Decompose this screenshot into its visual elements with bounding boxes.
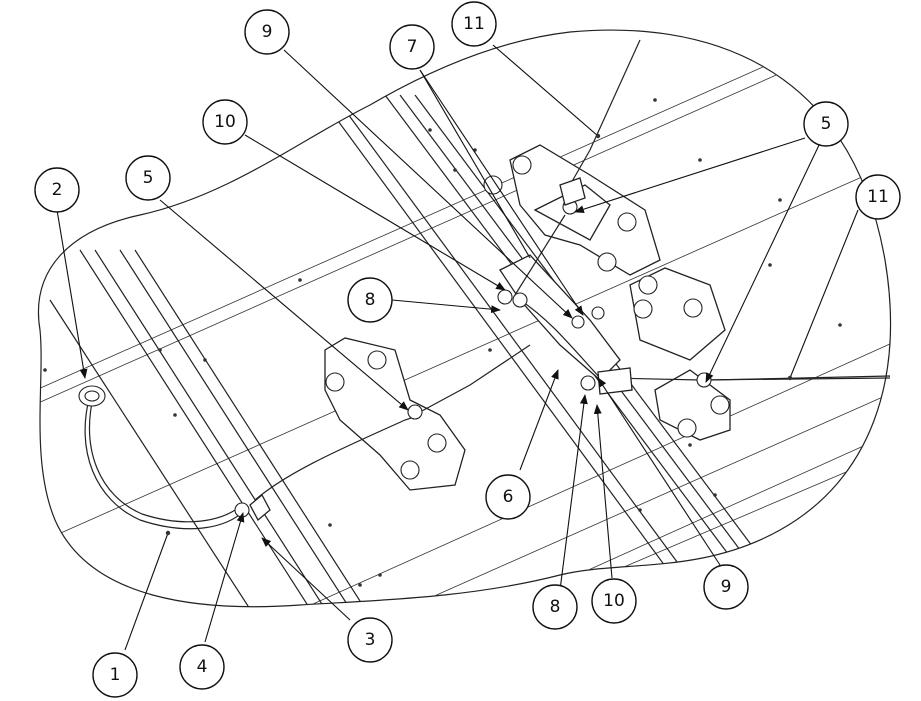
callout-1: 1 <box>92 652 138 698</box>
callout-label-6: 6 <box>503 487 514 507</box>
callout-label-8-lower: 8 <box>550 597 561 617</box>
callout-5-left: 5 <box>125 155 171 201</box>
callout-9-upper: 9 <box>244 9 290 55</box>
callout-11-upper: 11 <box>451 1 497 47</box>
callout-2: 2 <box>34 167 80 213</box>
leader-lines <box>56 44 859 651</box>
callout-3: 3 <box>347 617 393 663</box>
detail-boundary <box>38 29 891 608</box>
callout-label-3: 3 <box>365 630 376 650</box>
callout-label-2: 2 <box>52 180 63 200</box>
callout-9-lower: 9 <box>703 564 749 610</box>
callout-8-upper: 8 <box>347 277 393 323</box>
callout-label-10-upper: 10 <box>214 112 236 132</box>
callout-5-right: 5 <box>803 101 849 147</box>
callout-label-8-upper: 8 <box>365 290 376 310</box>
callout-label-11-upper: 11 <box>463 14 485 34</box>
callout-10-lower: 10 <box>591 578 637 624</box>
callout-label-10-lower: 10 <box>603 591 625 611</box>
callout-label-9-lower: 9 <box>721 577 732 597</box>
callout-label-5-right: 5 <box>821 114 832 134</box>
callout-label-5-left: 5 <box>143 168 154 188</box>
callout-4: 4 <box>179 644 225 690</box>
callout-8-lower: 8 <box>532 584 578 630</box>
callout-label-7: 7 <box>407 37 418 57</box>
callout-7: 7 <box>389 24 435 70</box>
bracket-right <box>629 267 731 441</box>
callout-6: 6 <box>485 474 531 520</box>
callout-label-1: 1 <box>110 665 121 685</box>
callout-label-4: 4 <box>197 657 208 677</box>
callout-label-9-upper: 9 <box>262 22 273 42</box>
callout-label-11-right: 11 <box>867 187 889 207</box>
roof-structure <box>38 30 891 607</box>
bracket-left <box>324 337 466 491</box>
callout-10-upper: 10 <box>202 99 248 145</box>
callout-11-right: 11 <box>855 174 901 220</box>
